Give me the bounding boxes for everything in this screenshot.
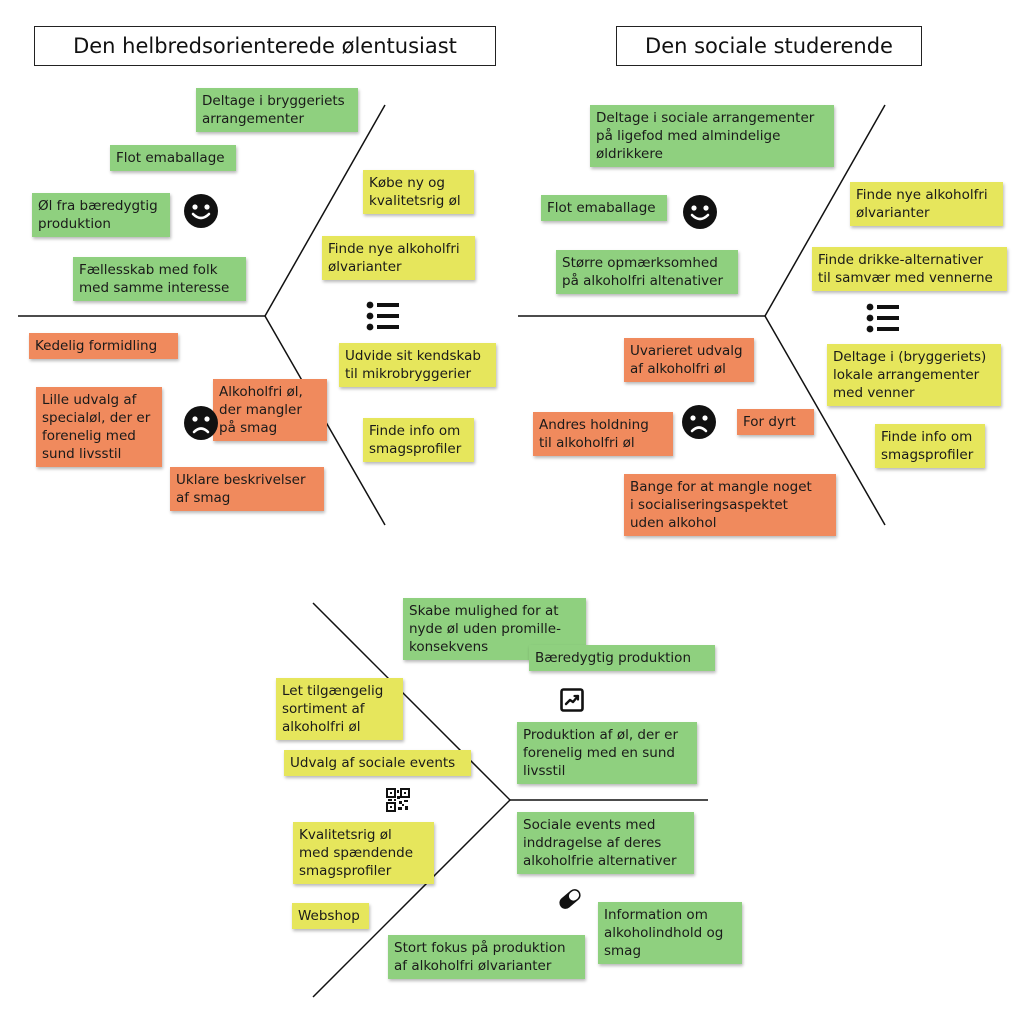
- persona2-pain: Uvarieret udvalg af alkoholfri øl: [624, 338, 754, 382]
- persona2-pain: For dyrt: [737, 409, 814, 435]
- list-icon: [866, 303, 899, 333]
- product-service: Let tilgængelig sortiment af alkoholfri …: [276, 678, 403, 740]
- value-map-frame-lines: [312, 602, 708, 998]
- persona1-gain: Fællesskab med folk med samme interesse: [73, 257, 246, 301]
- smiley-icon: [184, 194, 218, 228]
- persona1-gain: Øl fra bæredygtig produktion: [32, 193, 170, 237]
- persona1-pain: Kedelig formidling: [29, 333, 178, 359]
- persona2-frame-lines: [518, 104, 886, 526]
- sad-face-icon: [682, 405, 716, 439]
- product-service: Udvalg af sociale events: [284, 750, 471, 776]
- list-icon: [366, 301, 399, 331]
- product-service: Kvalitetsrig øl med spændende smagsprofi…: [293, 822, 434, 884]
- sad-face-icon: [184, 406, 218, 440]
- product-service: Webshop: [292, 903, 369, 929]
- pain-reliever: Information om alkoholindhold og smag: [598, 902, 742, 964]
- persona2-task: Finde nye alkoholfri ølvarianter: [850, 182, 1003, 226]
- chart-trend-icon: [560, 688, 584, 712]
- persona2-task: Deltage i (bryggeriets) lokale arrangeme…: [827, 344, 1001, 406]
- smiley-icon: [683, 195, 717, 229]
- persona2-title: Den sociale studerende: [616, 26, 922, 66]
- persona1-gain: Deltage i bryggeriets arrangementer: [196, 88, 358, 132]
- persona2-pain: Bange for at mangle noget i socialiserin…: [624, 474, 836, 536]
- pain-reliever: Sociale events med inddragelse af deres …: [517, 812, 694, 874]
- persona2-gain: Deltage i sociale arrangementer på ligef…: [590, 105, 834, 167]
- qr-code-icon: [386, 788, 410, 812]
- persona1-task: Finde nye alkoholfri ølvarianter: [322, 236, 475, 280]
- gain-creator: Produktion af øl, der er forenelig med e…: [517, 722, 697, 784]
- persona1-gain: Flot emaballage: [110, 145, 236, 171]
- persona1-pain: Alkoholfri øl, der mangler på smag: [213, 379, 327, 441]
- persona1-title: Den helbredsorienterede ølentusiast: [34, 26, 496, 66]
- persona1-task: Udvide sit kendskab til mikrobryggerier: [339, 343, 496, 387]
- persona1-pain: Lille udvalg af specialøl, der er forene…: [36, 387, 162, 467]
- persona1-task: Finde info om smagsprofiler: [363, 418, 474, 462]
- persona2-task: Finde info om smagsprofiler: [875, 424, 985, 468]
- persona2-gain: Flot emaballage: [541, 195, 667, 221]
- gain-creator: Skabe mulighed for at nyde øl uden promi…: [403, 598, 586, 660]
- gain-creator: Bæredygtig produktion: [529, 645, 715, 671]
- pill-icon: [559, 889, 581, 909]
- persona2-gain: Større opmærksomhed på alkoholfri altena…: [556, 250, 738, 294]
- persona1-task: Købe ny og kvalitetsrig øl: [363, 170, 474, 214]
- persona1-pain: Uklare beskrivelser af smag: [170, 467, 324, 511]
- persona2-task: Finde drikke-alternativer til samvær med…: [812, 247, 1007, 291]
- persona2-pain: Andres holdning til alkoholfri øl: [533, 412, 673, 456]
- pain-reliever: Stort fokus på produktion af alkoholfri …: [388, 935, 585, 979]
